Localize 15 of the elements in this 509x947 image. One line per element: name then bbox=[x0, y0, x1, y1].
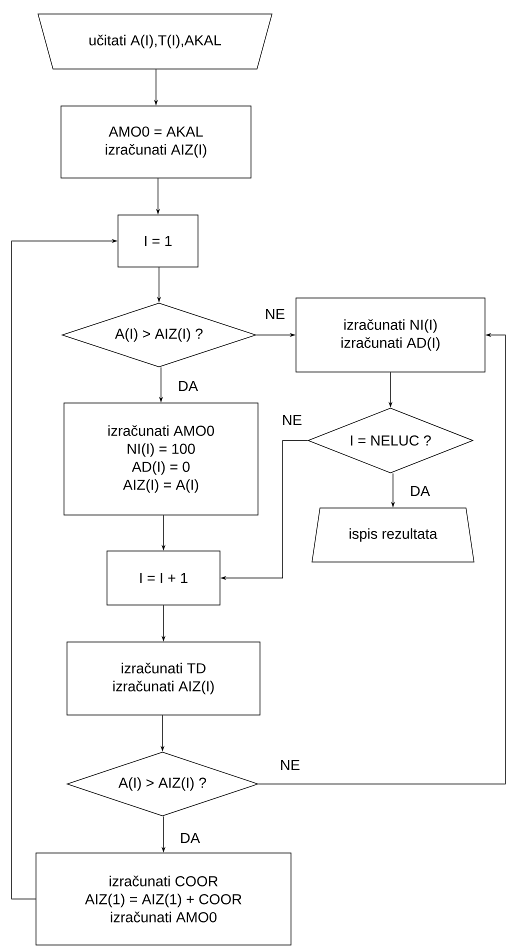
process-box: izračunati NI(I) izračunati AD(I) bbox=[296, 298, 486, 372]
edge-label: DA bbox=[408, 485, 432, 497]
process-box: izračunati COOR AIZ(1) = AIZ(1) + COOR izračunati AMO0 bbox=[36, 852, 292, 946]
process-box: AMO0 = AKAL izračunati AIZ(I) bbox=[60, 106, 252, 178]
process-box: I = I + 1 bbox=[106, 550, 220, 606]
edge-label: DA bbox=[176, 380, 200, 392]
output-trapezoid: ispis rezultata bbox=[312, 508, 474, 562]
edge-label: NE bbox=[280, 414, 304, 426]
edge-label: DA bbox=[178, 832, 202, 844]
input-trapezoid: učitati A(I),T(I),AKAL bbox=[38, 14, 272, 70]
process-box: izračunati AMO0 NI(I) = 100 AD(I) = 0 AIZ(I) = A(I) bbox=[64, 402, 258, 516]
edge-label: NE bbox=[278, 759, 302, 771]
process-box: izračunati TD izračunati AIZ(I) bbox=[66, 642, 260, 716]
process-box: I = 1 bbox=[118, 214, 198, 268]
edge-label: NE bbox=[264, 308, 286, 320]
